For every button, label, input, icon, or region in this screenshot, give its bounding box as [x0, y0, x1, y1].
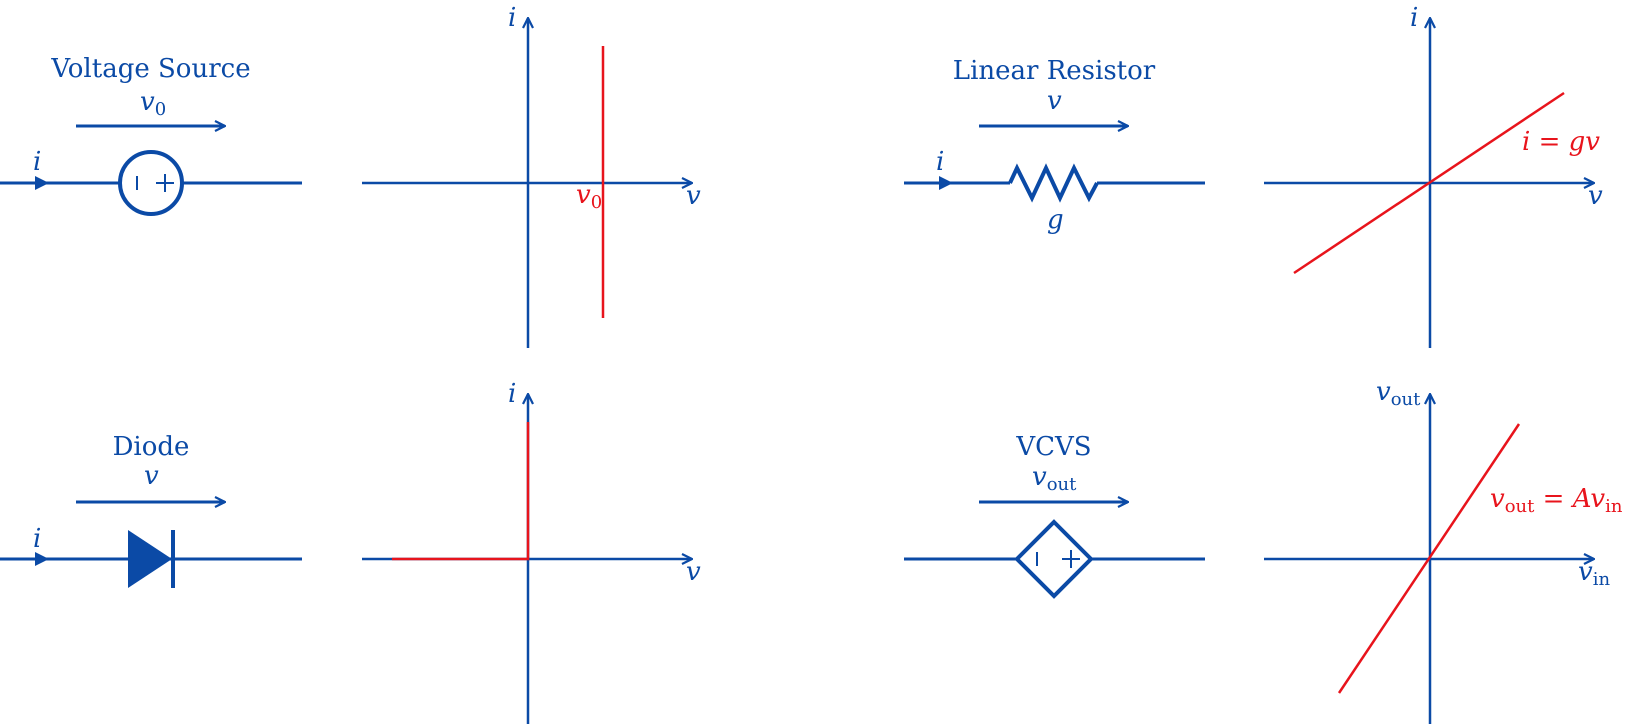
linear-resistor-voltage-label: v — [1047, 86, 1062, 116]
linear-resistor-panel: Linear Resistor v i g — [904, 56, 1205, 235]
vcvs-voltage-label: vout — [1032, 462, 1077, 495]
x-axis-label: v — [686, 181, 701, 211]
diode-title: Diode — [113, 432, 190, 462]
characteristic-line — [392, 422, 530, 561]
resistor-zigzag-icon — [1008, 163, 1099, 203]
vcvs-title: VCVS — [1015, 432, 1091, 462]
voltage-source-circle-icon — [118, 150, 184, 216]
x-axis-label: v — [1588, 181, 1603, 211]
y-axis-label: vout — [1376, 377, 1421, 410]
linear-resistor-current-label: i — [936, 147, 944, 177]
characteristic-line — [1293, 91, 1565, 275]
y-axis-label: i — [508, 3, 516, 33]
linear-resistor-component-label: g — [1047, 205, 1064, 235]
linear-resistor-title: Linear Resistor — [953, 56, 1156, 86]
vcvs-transfer-plot: vin vout vout = Avin — [1264, 377, 1623, 724]
diode-iv-plot: v i — [362, 379, 701, 724]
equation-label: vout = Avin — [1490, 484, 1623, 517]
v0-marker-label: v0 — [576, 180, 602, 213]
diode-triangle-icon — [128, 530, 172, 588]
linear-resistor-iv-plot: v i i = gv — [1264, 3, 1603, 348]
y-axis-label: i — [508, 379, 516, 409]
diode-current-label: i — [33, 524, 41, 554]
voltage-source-voltage-label: v0 — [140, 87, 166, 120]
voltage-source-panel: Voltage Source v0 i — [0, 54, 302, 216]
diode-panel: Diode v i — [0, 432, 302, 588]
equation-label: i = gv — [1522, 127, 1600, 157]
diode-voltage-label: v — [144, 461, 159, 491]
dependent-source-diamond-icon — [1014, 519, 1094, 599]
x-axis-label: vin — [1578, 557, 1610, 590]
y-axis-label: i — [1410, 3, 1418, 33]
characteristic-line — [1337, 423, 1521, 694]
voltage-source-iv-plot: v i v0 — [362, 3, 701, 348]
voltage-source-title: Voltage Source — [50, 54, 250, 84]
vcvs-panel: VCVS vout — [904, 432, 1205, 599]
x-axis-label: v — [686, 557, 701, 587]
voltage-source-current-label: i — [33, 147, 41, 177]
